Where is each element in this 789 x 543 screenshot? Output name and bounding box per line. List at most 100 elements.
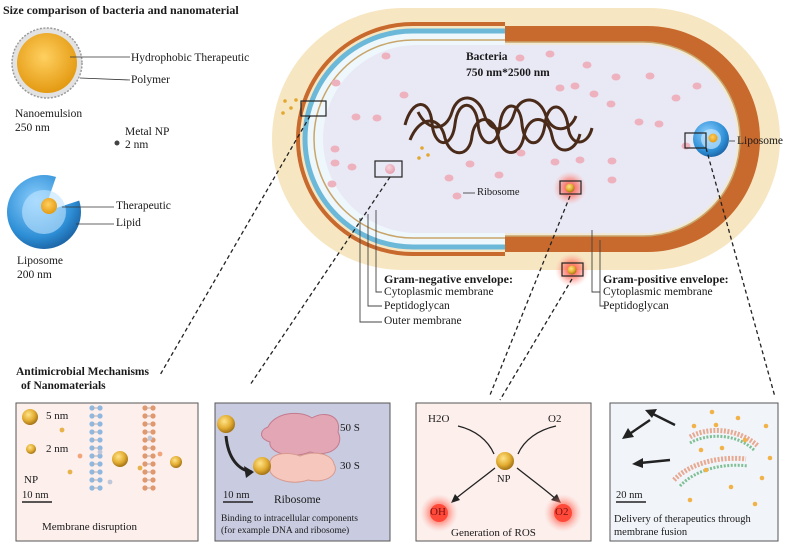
lipid-head — [142, 461, 148, 467]
metal-np-size: 2 nm — [125, 139, 149, 151]
lipid-head — [142, 477, 148, 483]
lipid-head — [97, 477, 103, 483]
lipid-head — [142, 413, 148, 419]
panel3-oh: OH — [430, 506, 446, 518]
lipid-head — [97, 485, 103, 491]
lipid-head — [89, 445, 95, 451]
zoom-box-membrane — [300, 100, 327, 117]
lipid-head — [89, 421, 95, 427]
gram-positive-layer-1: Cytoplasmic membrane — [603, 286, 713, 298]
nanoemulsion-graphic — [11, 27, 131, 99]
ribosome-label: Ribosome — [477, 187, 520, 198]
ribosome-dot — [330, 145, 340, 153]
ribosome-dot — [331, 79, 341, 87]
panel2-caption-line-2: (for example DNA and ribosome) — [221, 526, 350, 536]
lipid-head — [150, 453, 156, 459]
panel2-caption-line-1: Binding to intracellular components — [221, 514, 358, 524]
np-dots-edge — [281, 98, 430, 160]
panel2-ribosome-label: Ribosome — [274, 494, 321, 506]
lipid-head — [89, 453, 95, 459]
ribosome-dot — [444, 174, 454, 182]
panel3-np: NP — [497, 474, 511, 485]
lipid-head — [89, 469, 95, 475]
ribosome-dot — [550, 158, 560, 166]
panel3-h2o: H2O — [428, 413, 450, 425]
lipid-head — [97, 405, 103, 411]
lipid-head — [142, 453, 148, 459]
lipid-head — [150, 469, 156, 475]
lipid-head — [142, 405, 148, 411]
lipid-head — [97, 469, 103, 475]
ribosome-dot — [347, 163, 357, 171]
ribosome-dot — [589, 90, 599, 98]
ribosome-dot — [606, 100, 616, 108]
ribosome-dot — [654, 120, 664, 128]
panel-delivery — [609, 402, 779, 542]
mechanisms-title-line-1: Antimicrobial Mechanisms — [16, 366, 149, 378]
lipid-head — [142, 469, 148, 475]
np-particle — [97, 449, 103, 455]
panel1-label-2nm: 2 nm — [46, 443, 69, 455]
ribosome-dot — [494, 171, 504, 179]
nanoemulsion-size: 250 nm — [15, 122, 50, 134]
zoom-box-ros-outer — [561, 262, 584, 277]
ribosome-dot — [575, 156, 585, 164]
liposome-callout-bottom: Lipid — [116, 217, 141, 229]
nanoemulsion-name: Nanoemulsion — [15, 108, 83, 120]
lipid-head — [89, 429, 95, 435]
gram-negative-leaders — [359, 210, 382, 323]
panel3-o2-in: O2 — [548, 413, 562, 425]
ribosome-dot — [351, 113, 361, 121]
panel1-caption: Membrane disruption — [42, 521, 138, 533]
lipid-head — [142, 485, 148, 491]
lipid-head — [150, 429, 156, 435]
ribosome-dot — [515, 54, 525, 62]
lipid-head — [150, 413, 156, 419]
ribosome-dot — [607, 157, 617, 165]
lipid-head — [89, 437, 95, 443]
ribosome-dot — [372, 114, 382, 122]
metal-np-name: Metal NP — [125, 126, 170, 138]
ribosome-dot — [327, 180, 337, 188]
liposome-name: Liposome — [17, 255, 63, 267]
np-particle — [157, 451, 163, 457]
lipid-head — [150, 405, 156, 411]
lipid-head — [89, 405, 95, 411]
np-particle — [59, 427, 65, 433]
ribosome-dot — [671, 94, 681, 102]
panel4-caption-line-1: Delivery of therapeutics through — [614, 514, 751, 525]
lipid-head — [142, 421, 148, 427]
lipid-head — [97, 453, 103, 459]
bacteria-size: 750 nm*2500 nm — [466, 67, 550, 79]
ribosome-dot — [645, 72, 655, 80]
np-particle — [137, 465, 143, 471]
lipid-head — [150, 461, 156, 467]
ribosome-dot — [634, 118, 644, 126]
ribosome-dot — [555, 84, 565, 92]
lipid-head — [89, 461, 95, 467]
panel1-scale: 10 nm — [22, 490, 49, 501]
gram-negative-layer-1: Cytoplasmic membrane — [384, 286, 494, 298]
lipid-head — [89, 413, 95, 419]
lipid-bilayer-graphic — [59, 405, 163, 491]
ribosome-dot — [582, 61, 592, 69]
panel-binding — [214, 402, 391, 542]
metal-np-dot — [114, 140, 120, 146]
bacteria-name: Bacteria — [466, 51, 508, 63]
liposome-cell-label: Liposome — [737, 135, 783, 147]
np-particle — [107, 479, 113, 485]
ribosome-dot — [545, 50, 555, 58]
lipid-head — [97, 413, 103, 419]
lipid-head — [142, 445, 148, 451]
lipid-head — [97, 461, 103, 467]
lipid-head — [97, 437, 103, 443]
nanoemulsion-callout-top: Hydrophobic Therapeutic — [131, 52, 250, 64]
lipid-head — [150, 485, 156, 491]
figure-title: Size comparison of bacteria and nanomate… — [3, 3, 239, 17]
gram-positive-leaders — [591, 230, 604, 307]
gram-negative-layer-2: Peptidoglycan — [384, 300, 450, 312]
np-particle — [67, 469, 73, 475]
panel3-caption: Generation of ROS — [451, 527, 536, 539]
dashed-connectors — [159, 115, 776, 401]
